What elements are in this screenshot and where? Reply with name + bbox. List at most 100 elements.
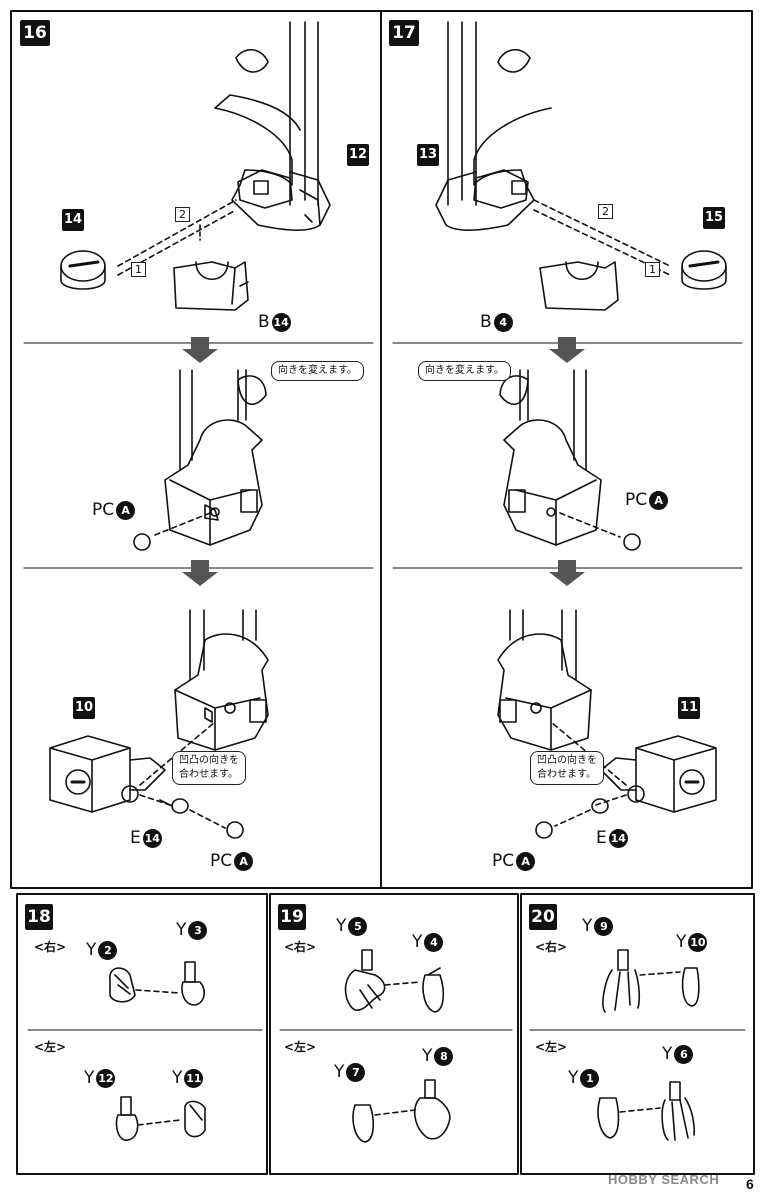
label-y: Y xyxy=(336,916,347,936)
label-y: Y xyxy=(172,1068,183,1088)
leg-part-17b xyxy=(499,369,602,546)
step-19-number: 19 xyxy=(278,904,306,930)
label-y-number: 7 xyxy=(346,1062,366,1082)
label-pc: PC xyxy=(625,490,648,510)
pc-a-17c xyxy=(535,821,553,839)
label-pc: PC xyxy=(210,851,233,871)
hand-18-l-b xyxy=(184,1100,206,1138)
label-y-number: 8 xyxy=(434,1046,454,1066)
hand-20-l-a xyxy=(597,1097,620,1139)
watermark-logo: HOBBY SEARCH xyxy=(608,1172,720,1187)
label-e: E xyxy=(596,828,607,848)
pc-a-16c xyxy=(226,821,244,839)
label-y: Y xyxy=(662,1044,673,1064)
leg-part-16a xyxy=(214,21,331,231)
leg-part-17c xyxy=(497,609,592,751)
label-y: Y xyxy=(176,920,187,940)
part-number-10: 10 xyxy=(73,697,95,719)
side-right-19: <右> xyxy=(284,940,317,954)
part-number-11: 11 xyxy=(678,697,700,719)
side-right-20: <右> xyxy=(535,940,568,954)
label-y: Y xyxy=(676,932,687,952)
step-16-number: 16 xyxy=(20,20,50,46)
label-y-number: 10 xyxy=(688,932,708,952)
label-y-number: 12 xyxy=(96,1068,116,1088)
label-y: Y xyxy=(568,1068,579,1088)
bubble-align-notch-17: 凹凸の向きを 合わせます。 xyxy=(530,751,604,785)
e-part-16 xyxy=(159,798,189,814)
label-y-number: 4 xyxy=(424,932,444,952)
label-e-number: 14 xyxy=(608,828,628,848)
label-e-number: 14 xyxy=(142,828,162,848)
part-number-12: 12 xyxy=(347,144,369,166)
hand-19-r-b xyxy=(422,967,445,1013)
block-part-10 xyxy=(49,735,166,813)
leg-part-16b xyxy=(164,369,267,546)
label-pc-letter: A xyxy=(234,851,254,871)
label-b-letter: B xyxy=(258,312,270,332)
label-y-number: 5 xyxy=(348,916,368,936)
label-y: Y xyxy=(412,932,423,952)
step-20-number: 20 xyxy=(529,904,557,930)
cap-part-17 xyxy=(681,250,727,290)
step-17-number: 17 xyxy=(389,20,419,46)
part-number-15: 15 xyxy=(703,207,725,229)
hand-19-r-a xyxy=(344,949,386,1011)
e-part-17 xyxy=(591,798,609,814)
label-y-number: 1 xyxy=(580,1068,600,1088)
hand-19-l-b xyxy=(413,1079,451,1140)
hand-19-l-a xyxy=(352,1104,375,1143)
hand-20-l-b xyxy=(661,1081,695,1141)
bracket-part-b4 xyxy=(539,261,619,311)
label-pc-letter: A xyxy=(649,490,669,510)
label-e: E xyxy=(130,828,141,848)
cap-part-16 xyxy=(60,250,106,290)
pc-a-16b xyxy=(133,533,151,551)
block-part-11 xyxy=(600,735,717,813)
order-marker-2: 2 xyxy=(175,207,190,222)
side-right-18: <右> xyxy=(34,940,67,954)
label-pc-letter: A xyxy=(116,500,136,520)
label-y: Y xyxy=(86,940,97,960)
part-number-14: 14 xyxy=(62,209,84,231)
label-pc: PC xyxy=(92,500,115,520)
bubble-align-notch: 凹凸の向きを 合わせます。 xyxy=(172,751,246,785)
leg-part-17a xyxy=(435,21,552,231)
hand-18-l-a xyxy=(115,1096,139,1141)
label-y: Y xyxy=(422,1046,433,1066)
pc-a-17b xyxy=(623,533,641,551)
bubble-change-direction-17: 向きを変えます。 xyxy=(418,361,511,381)
label-y-number: 3 xyxy=(188,920,208,940)
label-y: Y xyxy=(334,1062,345,1082)
hand-20-r-b xyxy=(681,967,700,1007)
hand-20-r-a xyxy=(602,949,641,1013)
side-left-18: <左> xyxy=(34,1040,67,1054)
label-y-number: 11 xyxy=(184,1068,204,1088)
side-left-20: <左> xyxy=(535,1040,568,1054)
side-left-19: <左> xyxy=(284,1040,317,1054)
page-number: 6 xyxy=(746,1176,754,1192)
label-y-number: 6 xyxy=(674,1044,694,1064)
bubble-change-direction: 向きを変えます。 xyxy=(271,361,364,381)
bracket-part-b14 xyxy=(173,261,249,311)
